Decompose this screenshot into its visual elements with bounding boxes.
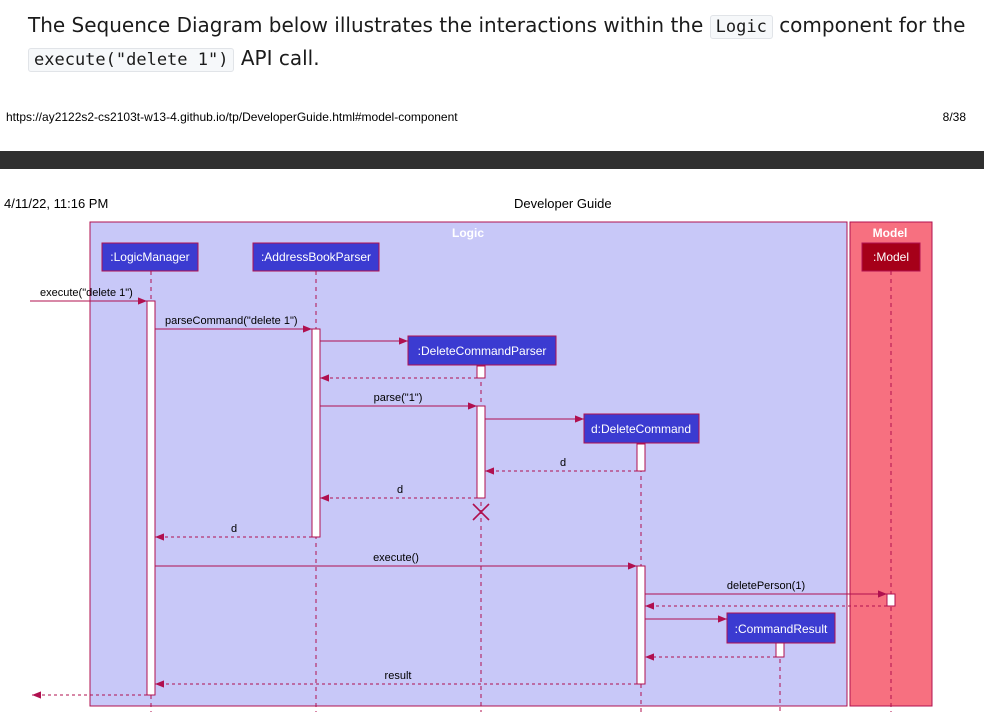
page-number: 8/38	[942, 110, 966, 124]
intro-paragraph: The Sequence Diagram below illustrates t…	[28, 10, 968, 76]
activation-address-book-parser	[311, 328, 321, 538]
participant-logic-manager-box	[101, 242, 199, 272]
participant-delete-command-parser-box	[407, 335, 557, 366]
participant-command-result-box	[726, 612, 836, 644]
activation-model	[886, 593, 896, 607]
message-delete-person-label: deletePerson(1)	[727, 580, 805, 592]
participant-model-box	[861, 242, 921, 272]
execute-inline-code: execute("delete 1")	[28, 48, 235, 72]
participant-model-label: :Model	[873, 250, 909, 264]
intro-middle: component for the	[779, 13, 966, 37]
message-execute-delete-label: execute("delete 1")	[40, 287, 133, 299]
participant-delete-command-parser-label: :DeleteCommandParser	[418, 344, 547, 358]
message-return-d-3-label: d	[231, 523, 237, 535]
logic-group-box	[89, 221, 848, 707]
destroy-parser-marker	[472, 503, 490, 521]
message-result-label: result	[385, 670, 412, 682]
activation-command-result	[775, 642, 785, 658]
participant-logic-manager-label: :LogicManager	[110, 250, 189, 264]
participant-delete-command-box	[583, 413, 700, 444]
model-group-label: Model	[873, 226, 908, 240]
page-separator-bar	[0, 151, 984, 169]
sequence-diagram: Logic Model :LogicManager :AddressBookPa…	[30, 221, 933, 712]
activation-delete-command-2	[636, 565, 646, 685]
message-return-d-1-label: d	[560, 457, 566, 469]
activation-delete-command-parser-2	[476, 405, 486, 499]
message-execute-label: execute()	[373, 552, 419, 564]
message-return-d-2-label: d	[397, 484, 403, 496]
logic-inline-code: Logic	[709, 15, 773, 39]
intro-prefix: The Sequence Diagram below illustrates t…	[28, 13, 704, 37]
logic-group-label: Logic	[452, 226, 484, 240]
message-parse-label: parse("1")	[374, 392, 423, 404]
participant-delete-command-label: d:DeleteCommand	[591, 422, 691, 436]
activation-delete-command-parser-1	[476, 365, 486, 379]
activation-logic-manager	[146, 300, 156, 696]
document-title: Developer Guide	[514, 196, 612, 211]
print-date: 4/11/22, 11:16 PM	[4, 196, 109, 211]
page-url[interactable]: https://ay2122s2-cs2103t-w13-4.github.io…	[6, 110, 458, 124]
activation-delete-command-1	[636, 443, 646, 472]
participant-address-book-parser-label: :AddressBookParser	[261, 250, 371, 264]
intro-suffix: API call.	[240, 46, 320, 70]
message-parse-command-label: parseCommand("delete 1")	[165, 315, 298, 327]
participant-command-result-label: :CommandResult	[735, 622, 828, 636]
participant-address-book-parser-box	[252, 242, 380, 272]
